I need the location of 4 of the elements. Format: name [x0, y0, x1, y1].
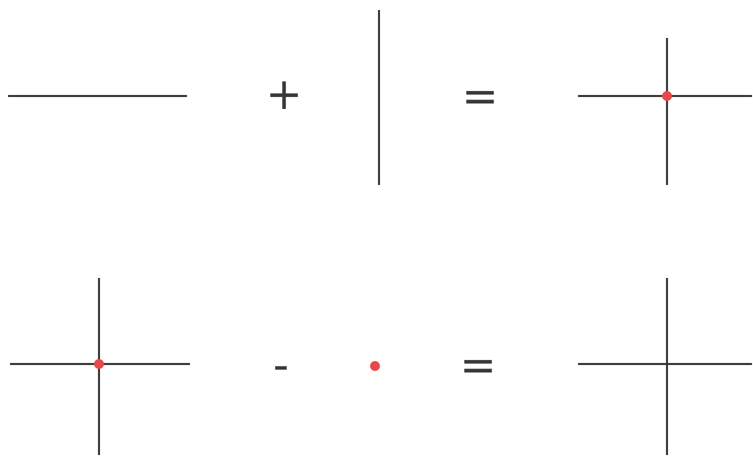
equals-sign: = — [460, 344, 496, 388]
plus-sign: + — [266, 73, 302, 117]
minus-sign: - — [273, 344, 289, 388]
equals-sign: = — [462, 75, 498, 119]
